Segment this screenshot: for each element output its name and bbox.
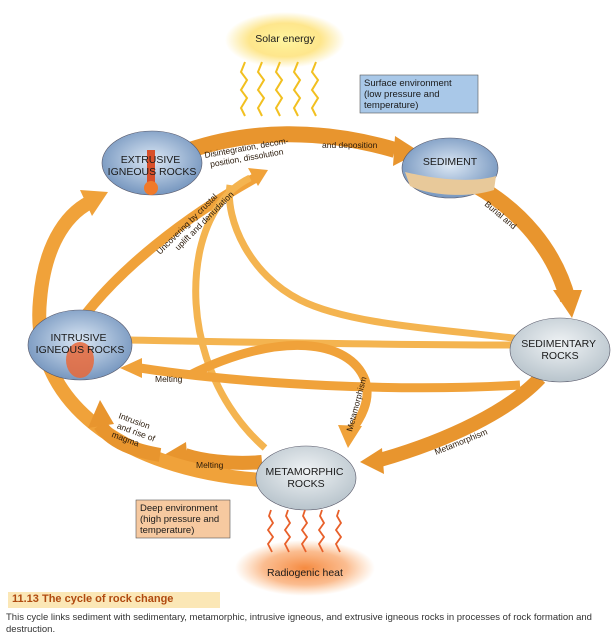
solar-energy-label: Solar energy xyxy=(255,33,315,45)
solar-rays xyxy=(239,61,320,117)
arrow-metamorphism-inner-head xyxy=(338,425,362,448)
arrow-uplift-meta xyxy=(192,174,268,451)
radiogenic-heat-group: Radiogenic heat xyxy=(235,509,375,596)
node-sedimentary: SEDIMENTARY ROCKS xyxy=(509,317,611,383)
arrow-metamorphism-outer-head xyxy=(360,448,384,474)
sedimentary-label: SEDIMENTARY ROCKS xyxy=(521,338,599,362)
surface-environment-box: Surface environment (low pressure and te… xyxy=(359,74,479,114)
arrow-uplift-sed xyxy=(225,184,561,349)
surface-environment-label: Surface environment (low pressure and te… xyxy=(364,78,454,111)
arrow-melting-meta xyxy=(182,448,263,470)
arrow-melting-sed-head xyxy=(120,358,142,378)
deep-environment-box: Deep environment (high pressure and temp… xyxy=(135,499,231,539)
volcano-vent xyxy=(147,150,155,186)
arrow-outer-loop-head xyxy=(80,190,108,216)
label-deposition: and deposition xyxy=(322,140,378,150)
sediment-layer xyxy=(405,172,496,195)
heat-glow xyxy=(235,540,375,596)
label-uncovering: Uncovering by crustal uplift and denudat… xyxy=(154,182,235,263)
sun-glow xyxy=(225,12,345,68)
node-sediment: SEDIMENT xyxy=(401,137,499,199)
arrow-burial xyxy=(471,178,576,303)
arrow-melting-sed xyxy=(139,363,521,393)
label-intrusion: Intrusion and rise of magma xyxy=(110,410,162,453)
metamorphic-label: METAMORPHIC ROCKS xyxy=(266,466,347,490)
figure-description: This cycle links sediment with sedimenta… xyxy=(6,612,592,635)
intrusive-label: INTRUSIVE IGNEOUS ROCKS xyxy=(36,332,125,356)
flow-arrows xyxy=(32,126,582,487)
arrow-intrusion-head xyxy=(88,400,114,428)
figure-title-bar xyxy=(8,592,220,608)
extrusive-label: EXTRUSIVE IGNEOUS ROCKS xyxy=(108,154,197,178)
label-melting-sedimentary: Melting xyxy=(155,374,183,384)
sediment-label: SEDIMENT xyxy=(423,156,478,168)
arrow-intrusion xyxy=(94,420,162,462)
radiogenic-heat-label: Radiogenic heat xyxy=(267,567,343,579)
arrow-weathering-head xyxy=(393,136,420,166)
solar-energy-group: Solar energy xyxy=(225,12,345,117)
heat-rays xyxy=(266,509,343,553)
label-melting-metamorphic: Melting xyxy=(196,460,224,470)
arrow-burial-head xyxy=(553,290,582,318)
deep-environment-label: Deep environment (high pressure and temp… xyxy=(140,503,222,536)
arrow-metamorphism-outer xyxy=(378,373,546,467)
node-intrusive: INTRUSIVE IGNEOUS ROCKS xyxy=(27,309,133,381)
arrow-metamorphism-inner xyxy=(187,340,372,435)
arrow-uncovering-head xyxy=(248,168,268,186)
arrow-weathering xyxy=(187,126,398,158)
node-metamorphic: METAMORPHIC ROCKS xyxy=(255,445,357,511)
node-extrusive: EXTRUSIVE IGNEOUS ROCKS xyxy=(101,130,203,196)
figure-title: 11.13 The cycle of rock change xyxy=(12,593,174,605)
figure-caption: 11.13 The cycle of rock change This cycl… xyxy=(0,588,611,640)
magma-blob xyxy=(144,181,158,195)
intrusion-blob xyxy=(66,342,94,378)
